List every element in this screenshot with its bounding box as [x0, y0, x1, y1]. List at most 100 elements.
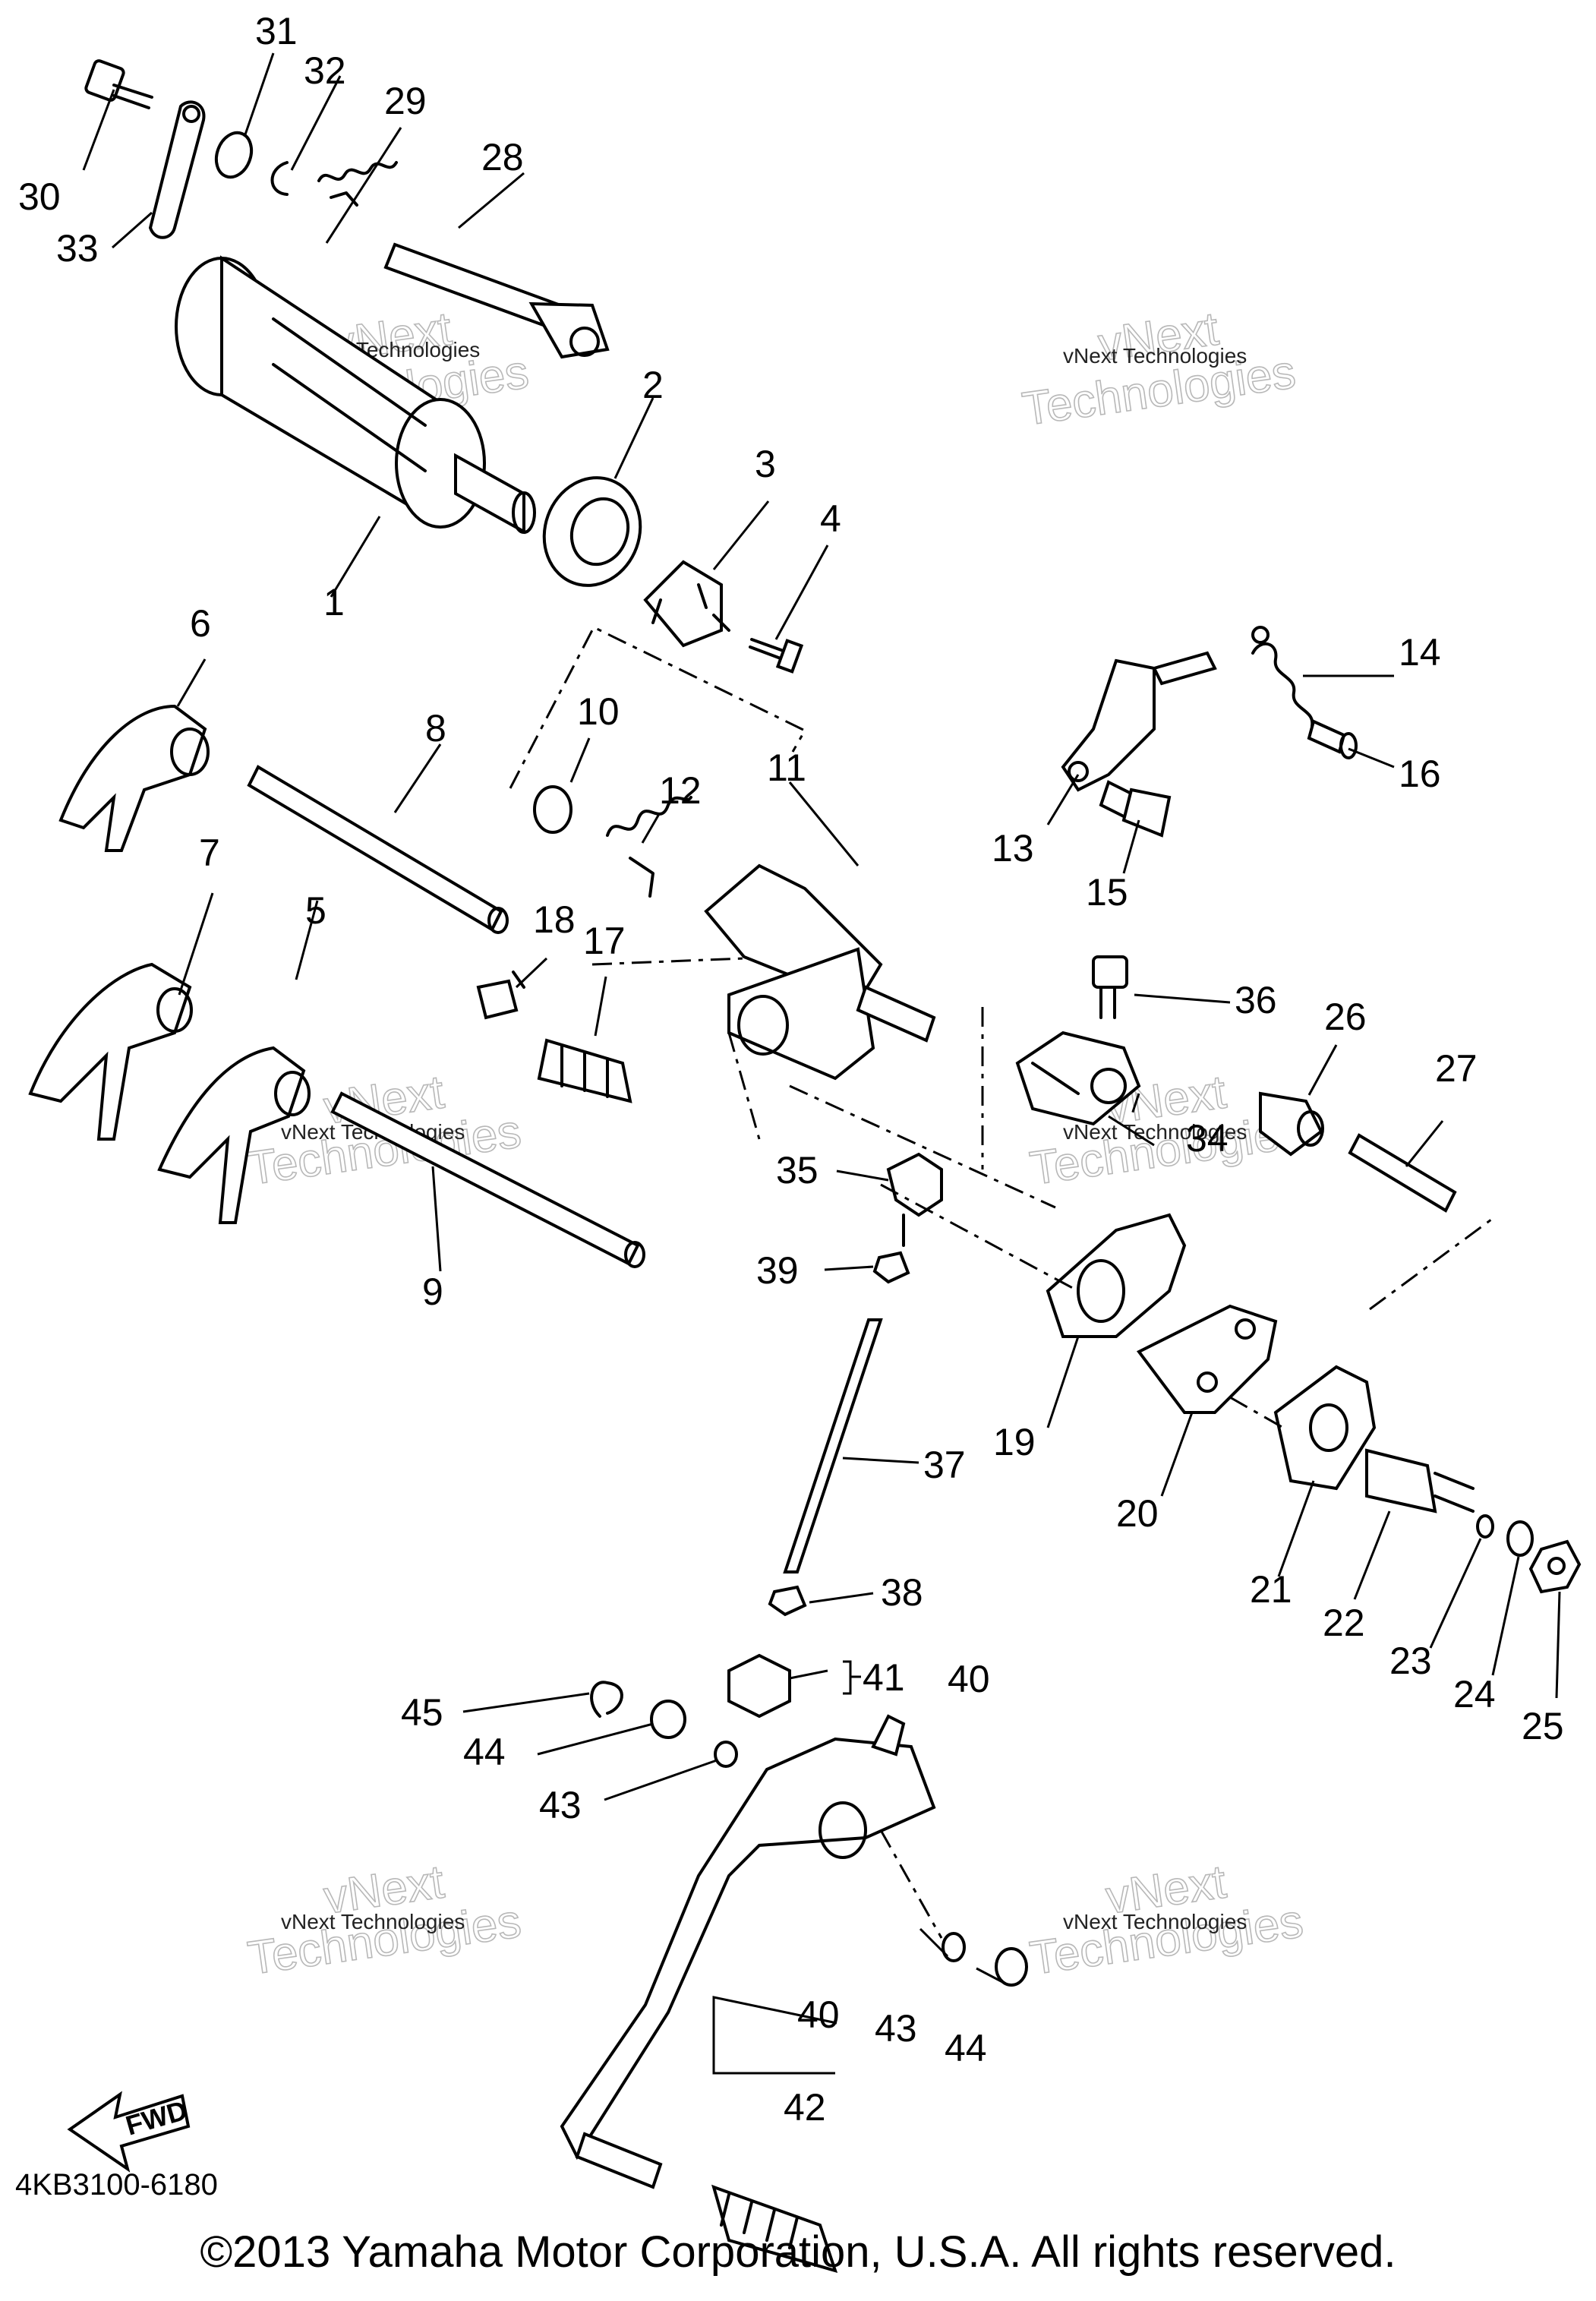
washer-43-upper — [714, 1741, 738, 1768]
callout-17: 17 — [583, 920, 626, 962]
callout-22: 22 — [1323, 1602, 1365, 1644]
shaft-28 — [383, 242, 610, 359]
screw-4 — [749, 638, 804, 674]
callout-42: 42 — [784, 2086, 826, 2129]
spring-14 — [1251, 626, 1314, 728]
callout-34: 34 — [1186, 1117, 1229, 1160]
callout-24: 24 — [1453, 1673, 1496, 1715]
bolt-15 — [1099, 780, 1172, 838]
lever-21 — [1273, 1365, 1377, 1491]
watermark-mid-left: vNext Technologies vNext Technologies — [244, 1065, 525, 1196]
bolt-17 — [537, 1038, 632, 1103]
shift-fork-6 — [58, 704, 210, 852]
callout-29: 29 — [384, 80, 427, 122]
callout-12: 12 — [659, 769, 702, 812]
washer-23 — [1476, 1514, 1494, 1539]
segment-3 — [643, 560, 730, 648]
leader-lines — [82, 52, 1561, 2075]
shift-fork-7 — [28, 962, 193, 1141]
fork-shaft-9 — [330, 1091, 645, 1268]
callout-33: 33 — [56, 227, 99, 270]
bolt-22 — [1365, 1448, 1475, 1513]
callout-1: 1 — [323, 581, 345, 623]
spring-29 — [317, 161, 398, 207]
footpeg-42 — [575, 2132, 838, 2273]
callout-3: 3 — [755, 443, 776, 485]
callout-8: 8 — [425, 707, 446, 750]
nut-25 — [1528, 1539, 1582, 1594]
rod-end-35 — [886, 1152, 943, 1247]
assembly-lines — [509, 626, 1492, 1939]
callout-5: 5 — [305, 889, 326, 932]
callout-26: 26 — [1324, 996, 1367, 1038]
washer-44-upper — [650, 1700, 686, 1739]
callout-41: 41 — [863, 1656, 905, 1699]
circlip-45 — [590, 1681, 623, 1718]
washer-24 — [1506, 1520, 1534, 1557]
copyright-notice: ©2013 Yamaha Motor Corporation, U.S.A. A… — [200, 2227, 1396, 2277]
callout-13: 13 — [992, 827, 1034, 870]
oil-seal-18 — [476, 971, 525, 1020]
callout-40-upper: 40 — [948, 1658, 990, 1700]
callout-45: 45 — [401, 1691, 443, 1734]
callout-10: 10 — [577, 690, 620, 733]
plate-20 — [1136, 1304, 1278, 1414]
washer-31 — [214, 131, 254, 179]
callout-7: 7 — [199, 832, 220, 874]
callout-2: 2 — [642, 364, 664, 406]
svg-text:vNext Technologies: vNext Technologies — [1063, 1910, 1247, 1933]
callout-27: 27 — [1435, 1047, 1478, 1090]
callout-21: 21 — [1250, 1568, 1292, 1611]
callout-19: 19 — [993, 1421, 1036, 1463]
rod-end-41 — [727, 1653, 791, 1719]
bolt-16 — [1307, 719, 1358, 759]
callout-6: 6 — [190, 602, 211, 645]
callout-20: 20 — [1116, 1492, 1159, 1535]
nut-38 — [768, 1585, 807, 1617]
stopper-lever-33 — [148, 100, 206, 239]
bearing-2 — [542, 476, 642, 587]
circlip-32 — [270, 161, 289, 196]
fork-shaft-8 — [247, 765, 509, 934]
callout-23: 23 — [1389, 1640, 1432, 1682]
shift-fork-5 — [157, 1046, 311, 1224]
circlip-10 — [533, 785, 572, 834]
callout-30: 30 — [18, 175, 61, 218]
callout-labels: 1 2 3 4 5 6 7 8 9 10 11 12 13 14 15 16 1… — [18, 10, 1564, 2129]
bolt-30 — [84, 59, 153, 109]
collar-26 — [1259, 1091, 1324, 1157]
callout-4: 4 — [820, 497, 841, 540]
callout-39: 39 — [756, 1249, 799, 1292]
callout-32: 32 — [304, 49, 346, 92]
callout-43-lower: 43 — [875, 2007, 917, 2050]
spring-12 — [606, 796, 692, 898]
callout-11: 11 — [767, 746, 806, 789]
watermark-bottom-left: vNext Technologies vNext Technologies — [244, 1855, 525, 1986]
callout-18: 18 — [533, 898, 576, 941]
callout-36: 36 — [1235, 979, 1277, 1021]
callout-9: 9 — [422, 1270, 443, 1313]
washer-44-lower — [995, 1947, 1028, 1987]
shift-guide-19 — [1046, 1213, 1187, 1338]
callout-28: 28 — [481, 136, 524, 178]
callout-38: 38 — [881, 1571, 923, 1614]
callout-44-upper: 44 — [463, 1731, 506, 1773]
shift-arm-34 — [1015, 1031, 1141, 1126]
bolt-36 — [1092, 955, 1128, 1019]
callout-37: 37 — [923, 1444, 966, 1486]
callout-14: 14 — [1399, 631, 1441, 674]
watermark-bottom-right: vNext Technologies vNext Technologies — [1027, 1855, 1307, 1986]
shift-pedal-40 — [560, 1714, 936, 2161]
stopper-lever-13 — [1061, 651, 1217, 792]
diagram-code: 4KB3100-6180 — [15, 2168, 218, 2202]
shift-shaft-11 — [704, 863, 936, 1081]
nut-39 — [872, 1251, 910, 1284]
callout-15: 15 — [1086, 871, 1128, 914]
pin-27 — [1348, 1133, 1457, 1213]
svg-text:vNext Technologies: vNext Technologies — [281, 1910, 465, 1933]
callout-43-upper: 43 — [539, 1784, 582, 1826]
fwd-arrow-icon: FWD — [67, 2091, 191, 2173]
callout-31: 31 — [255, 10, 298, 52]
svg-text:vNext Technologies: vNext Technologies — [1063, 344, 1247, 368]
